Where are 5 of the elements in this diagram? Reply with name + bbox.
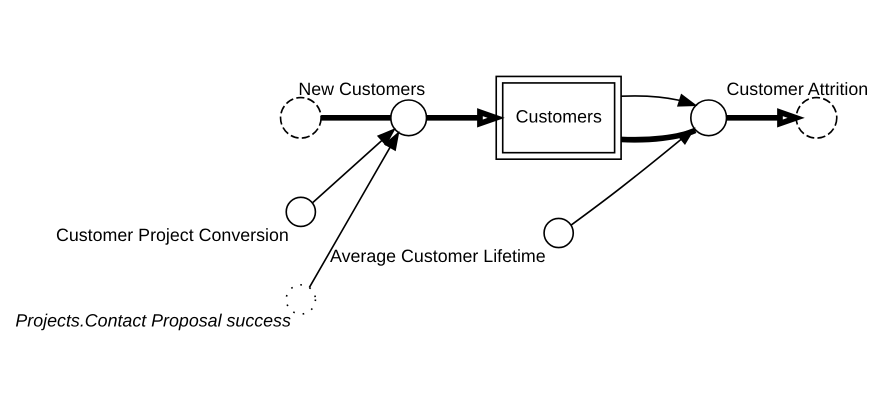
node-label: New Customers [298,78,426,99]
node-label: Projects.Contact Proposal success [15,310,291,331]
node-label: Customer Project Conversion [56,224,289,245]
node-label: Average Customer Lifetime [330,246,546,266]
node-label: Customer Attrition [726,78,868,99]
